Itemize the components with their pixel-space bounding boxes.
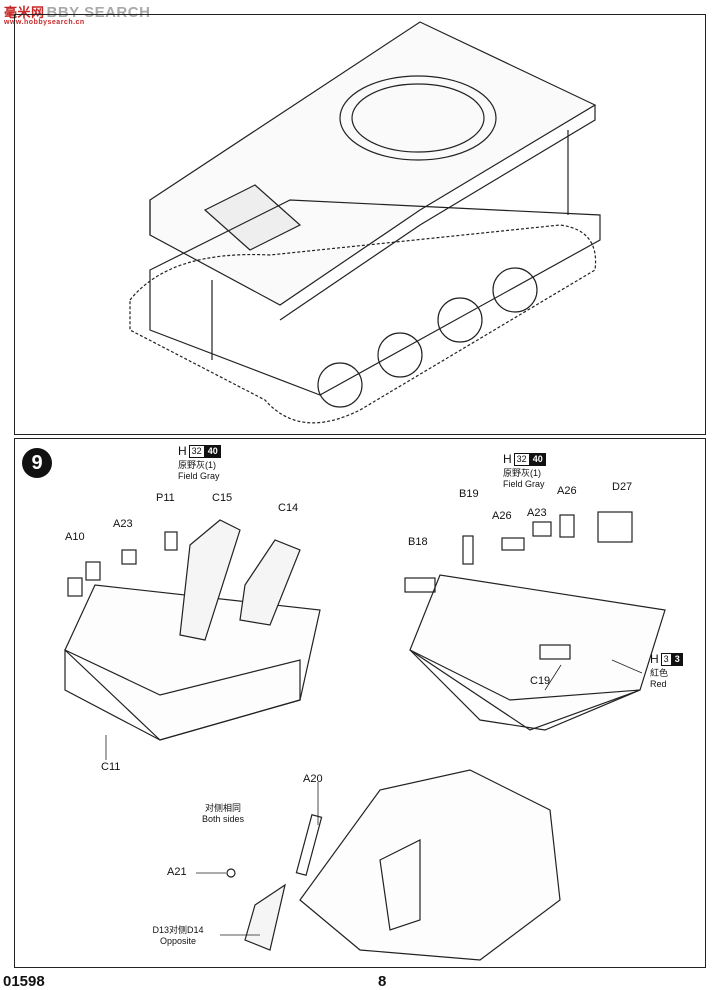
part-label: P11 bbox=[156, 492, 175, 504]
part-label: B18 bbox=[408, 536, 428, 548]
opposite-en: Opposite bbox=[159, 936, 197, 946]
step-panel-frame bbox=[14, 438, 706, 968]
part-label: A26 bbox=[492, 510, 512, 522]
paint-name-en: Red bbox=[650, 679, 667, 689]
part-label: B19 bbox=[459, 488, 479, 500]
part-label: A10 bbox=[65, 531, 85, 543]
right-compartment-drawing bbox=[404, 511, 666, 731]
paint-alt-number: 40 bbox=[204, 444, 221, 458]
part-label: A21 bbox=[167, 866, 187, 878]
part-label: C11 bbox=[101, 761, 121, 773]
part-label: C15 bbox=[212, 492, 233, 504]
paint-name-en: Field Gray bbox=[178, 471, 220, 481]
step-number: 9 bbox=[22, 448, 52, 478]
paint-callout-left: H 32 40 原野灰(1) Field Gray bbox=[178, 444, 248, 482]
part-label: A20 bbox=[303, 773, 323, 785]
paint-callout-right: H 32 40 原野灰(1) Field Gray bbox=[503, 452, 573, 490]
side-wall-drawing bbox=[226, 769, 561, 961]
paint-letter: H bbox=[650, 652, 659, 666]
part-label: D27 bbox=[612, 481, 633, 493]
opposite-cn: D13对侧D14 bbox=[152, 925, 204, 935]
paint-alt-number: 3 bbox=[671, 652, 683, 666]
paint-name-en: Field Gray bbox=[503, 479, 545, 489]
paint-number: 32 bbox=[513, 452, 530, 466]
part-label: A26 bbox=[557, 485, 577, 497]
paint-name-cn: 紅色 bbox=[650, 668, 669, 678]
paint-letter: H bbox=[178, 444, 187, 458]
paint-letter: H bbox=[503, 452, 512, 466]
part-label: C14 bbox=[278, 502, 299, 514]
paint-number: 3 bbox=[660, 652, 672, 666]
leader-lines bbox=[105, 659, 643, 936]
paint-code: H 3 3 bbox=[650, 652, 710, 666]
kit-code: 01598 bbox=[3, 973, 45, 990]
paint-alt-number: 40 bbox=[529, 452, 546, 466]
paint-code: H 32 40 bbox=[503, 452, 573, 466]
left-compartment-drawing bbox=[64, 519, 321, 741]
part-label: A23 bbox=[113, 518, 133, 530]
both-sides-en: Both sides bbox=[201, 814, 245, 824]
paint-name-cn: 原野灰(1) bbox=[503, 468, 541, 478]
both-sides-note: 对侧相同 Both sides bbox=[188, 803, 258, 825]
paint-number: 32 bbox=[188, 444, 205, 458]
top-panel-frame bbox=[14, 14, 706, 435]
watermark-text: BBY SEARCH bbox=[46, 4, 151, 21]
watermark-sub: www.hobbysearch.cn bbox=[4, 19, 85, 26]
paint-code: H 32 40 bbox=[178, 444, 248, 458]
page-number: 8 bbox=[378, 973, 387, 990]
both-sides-cn: 对侧相同 bbox=[204, 803, 241, 813]
paint-callout-red: H 3 3 紅色 Red bbox=[650, 652, 710, 690]
hull-drawing bbox=[129, 21, 601, 424]
opposite-note: D13对侧D14 Opposite bbox=[138, 925, 218, 947]
part-label: C19 bbox=[530, 675, 551, 687]
paint-name-cn: 原野灰(1) bbox=[178, 460, 216, 470]
part-label: A23 bbox=[527, 507, 547, 519]
